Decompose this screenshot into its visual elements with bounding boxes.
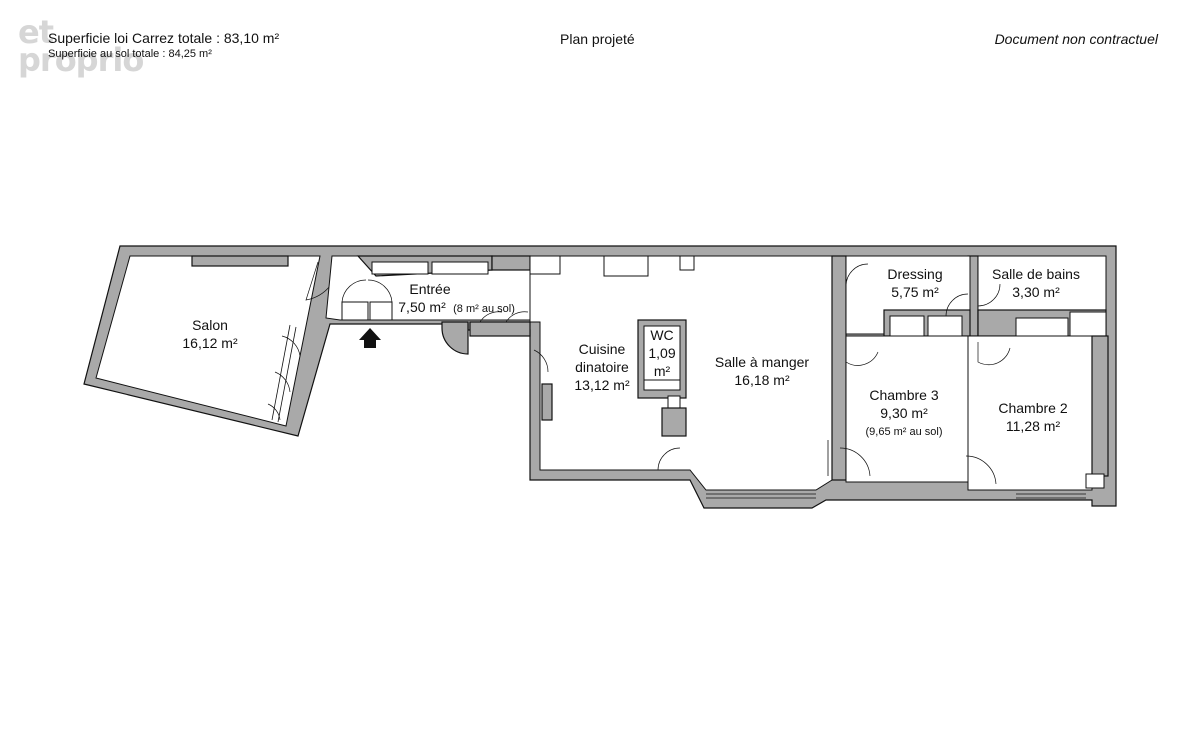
cuisine-area: 13,12 m²: [574, 377, 630, 393]
room-entree: [325, 255, 531, 355]
carrez-total-label: Superficie loi Carrez totale : 83,10 m²: [48, 30, 280, 46]
salle-de-bains-name: Salle de bains: [992, 266, 1080, 282]
entree-area: 7,50 m²: [398, 299, 446, 315]
cuisine-name-line2: dinatoire: [575, 359, 629, 375]
entree-floor-note: (8 m² au sol): [453, 303, 515, 315]
wc-name: WC: [650, 327, 673, 343]
entrance-arrow-icon: [359, 328, 381, 348]
chambre-2-name: Chambre 2: [998, 400, 1067, 416]
room-salon: [95, 255, 331, 427]
chambre-3-floor-note: (9,65 m² au sol): [865, 426, 942, 438]
salon-area: 16,12 m²: [182, 335, 238, 351]
dressing-name: Dressing: [887, 266, 942, 282]
room-salle-de-bains: [977, 255, 1107, 337]
plan-title: Plan projeté: [560, 31, 635, 47]
chambre-2-area: 11,28 m²: [1006, 418, 1061, 434]
chambre-3-area: 9,30 m²: [880, 405, 928, 421]
room-labels: Salon 16,12 m² Entrée 7,50 m² (8 m² au s…: [182, 266, 1080, 438]
room-wc: [637, 319, 687, 437]
salle-de-bains-area: 3,30 m²: [1012, 284, 1060, 300]
wc-area-line1: 1,09: [648, 345, 675, 361]
chambre-3-name: Chambre 3: [869, 387, 938, 403]
wc-area-line2: m²: [654, 363, 671, 379]
room-chambre-3: [839, 335, 969, 483]
dressing-area: 5,75 m²: [891, 284, 939, 300]
room-dressing: [845, 255, 971, 337]
cuisine-name-line1: Cuisine: [579, 341, 626, 357]
entree-name: Entrée: [409, 281, 450, 297]
salle-a-manger-area: 16,18 m²: [734, 372, 790, 388]
floor-area-total-label: Superficie au sol totale : 84,25 m²: [48, 48, 212, 60]
salle-a-manger-name: Salle à manger: [715, 354, 810, 370]
salon-name: Salon: [192, 317, 228, 333]
disclaimer-text: Document non contractuel: [994, 31, 1158, 47]
room-chambre-2: [965, 335, 1109, 499]
